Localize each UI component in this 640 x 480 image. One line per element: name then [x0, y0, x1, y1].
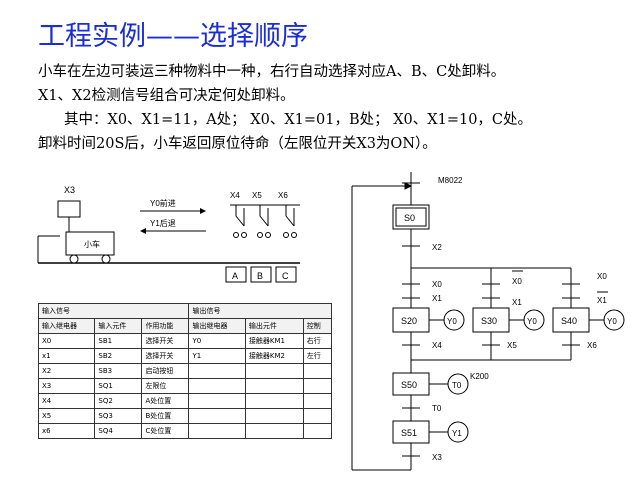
x3-label: X3 — [64, 185, 75, 195]
input-group-header: 输入信号 — [37, 303, 190, 319]
description-line-3: 其中：X0、X1=11，A处； X0、X1=01，B处； X0、X1=10，C处… — [64, 112, 533, 128]
sfc-trans-x5: X5 — [507, 341, 517, 350]
station-b — [250, 266, 272, 283]
sensor-x5 — [257, 205, 271, 238]
description-line-1: 小车在左边可装运三种物料中一种，右行自动选择对应A、B、C处卸料。 — [38, 64, 506, 80]
description-line-2: X1、X2检测信号组合可决定何处卸料。 — [38, 88, 295, 104]
forward-label: Y0前进 — [150, 198, 176, 208]
sfc-step-s51: S51 — [401, 428, 417, 438]
sfc-trans-x6: X6 — [587, 341, 597, 350]
backward-label: Y1后退 — [150, 218, 176, 228]
sfc-trans-b2b: X1 — [512, 298, 522, 307]
sfc-diagram — [351, 172, 625, 471]
sensor-x5-label: X5 — [252, 191, 262, 200]
sfc-output-y0-c: Y0 — [607, 317, 617, 326]
sfc-timer-setting: K200 — [470, 372, 489, 381]
sfc-trans-b3a: X0 — [597, 272, 607, 281]
description-line-4: 卸料时间20S后，小车返回原位待命（左限位开关X3为ON）。 — [38, 136, 437, 152]
cart-wheel — [101, 254, 111, 264]
limit-switch-x3 — [57, 200, 81, 218]
sfc-trans-b1a: X0 — [432, 280, 442, 289]
sfc-trans-b3b: X1 — [597, 296, 607, 305]
page-title: 工程实例——选择顺序 — [38, 21, 308, 52]
svg-text:A: A — [232, 271, 238, 281]
sfc-init-contact: M8022 — [438, 176, 463, 185]
table-group-header: 输入信号 输出信号 — [37, 303, 332, 319]
sfc-trans-x3: X3 — [432, 453, 442, 462]
sfc-step-s20: S20 — [401, 316, 417, 326]
sfc-output-t0: T0 — [452, 381, 462, 390]
sensor-x6 — [283, 205, 297, 238]
station-c — [275, 266, 297, 283]
sfc-trans-x4: X4 — [432, 341, 442, 350]
cart-body — [65, 231, 115, 256]
svg-text:C: C — [282, 271, 289, 281]
sfc-output-y0-b: Y0 — [527, 317, 537, 326]
io-table: 输入信号 输出信号 输入继电器 输入元件 作用功能 输出继电器 输出元件 控制 … — [37, 303, 333, 439]
sfc-step-s50: S50 — [401, 380, 417, 390]
sfc-trans-start: X2 — [432, 243, 442, 252]
sfc-step-s0: S0 — [404, 213, 415, 223]
sensor-x4 — [233, 205, 247, 238]
sfc-trans-t0: T0 — [432, 404, 442, 413]
sensor-x6-label: X6 — [278, 191, 288, 200]
sensor-x4-label: X4 — [230, 191, 240, 200]
table-column-header: 输入继电器 输入元件 作用功能 输出继电器 输出元件 控制 — [37, 318, 333, 334]
cart-label: 小车 — [84, 239, 100, 249]
cart-wheel — [69, 254, 79, 264]
sfc-output-y0-a: Y0 — [447, 317, 457, 326]
station-a — [225, 266, 247, 283]
sfc-trans-b2a: X0 — [512, 277, 522, 286]
sfc-output-y1: Y1 — [452, 429, 462, 438]
svg-text:B: B — [257, 271, 263, 281]
sfc-step-s40: S40 — [561, 316, 577, 326]
sfc-step-s30: S30 — [481, 316, 497, 326]
output-group-header: 输出信号 — [188, 303, 332, 319]
sfc-trans-b1b: X1 — [432, 294, 442, 303]
